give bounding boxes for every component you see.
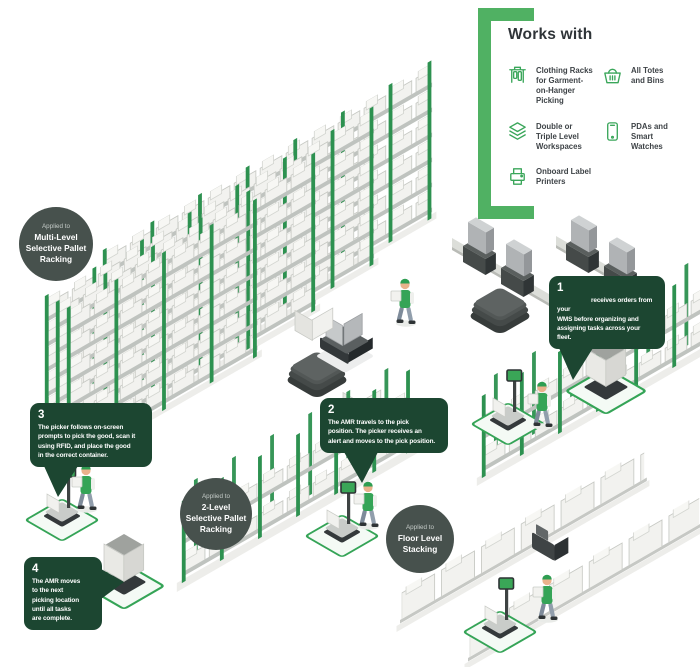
works-with-label: Clothing Racks for Garment- on-Hanger Pi… [536, 66, 593, 106]
callout-tail [559, 348, 593, 381]
callout-step-4: 4 The AMR moves to the next picking loca… [24, 557, 124, 631]
callout-step-2: 2 The AMR travels to the pick position. … [320, 398, 448, 483]
works-with-label: PDAs and Smart Watches [631, 121, 668, 151]
badge-applied-to: Applied to [41, 223, 70, 231]
works-with-label: All Totes and Bins [631, 66, 664, 86]
floor-stacking [396, 449, 700, 667]
callout-step-1: 1 receives orders from your WMS before o… [549, 276, 665, 381]
callout-text: The AMR travels to the pick position. Th… [328, 419, 436, 445]
callout-number: 3 [38, 409, 45, 421]
badge-name: Multi-Level Selective Pallet Racking [25, 232, 87, 264]
workspaces-icon [509, 121, 526, 140]
cube-stack [501, 239, 534, 297]
callout-number: 2 [328, 404, 335, 416]
clothing-racks-icon [509, 66, 526, 83]
label-printer-icon [510, 168, 525, 185]
works-with-item: All Totes and Bins [601, 64, 693, 107]
badge-applied-to: Applied to [201, 493, 230, 501]
badge-floor-level-stacking: Applied to Floor Level Stacking [386, 505, 454, 573]
green-bracket [478, 8, 491, 219]
platform-amr [317, 312, 373, 373]
badge-name: 2-Level Selective Pallet Racking [185, 502, 247, 534]
badge-name: Floor Level Stacking [397, 532, 443, 554]
works-with-item: PDAs and Smart Watches [601, 120, 693, 152]
badge-2-level-racking: Applied to 2-Level Selective Pallet Rack… [180, 478, 252, 550]
works-with-label: Double or Triple Level Workspaces [536, 121, 582, 151]
callout-number: 1 [557, 282, 564, 294]
callout-text: The picker follows on-screen prompts to … [38, 424, 136, 459]
works-with-panel: Works with Clothing Racks for Garment- o… [478, 0, 700, 232]
callout-text: receives orders from your WMS before org… [557, 297, 653, 342]
works-with-item: Onboard Label Printers [506, 165, 601, 188]
works-with-grid: Clothing Racks for Garment- on-Hanger Pi… [506, 64, 693, 188]
badge-applied-to: Applied to [405, 523, 434, 531]
right-rack-row [476, 262, 700, 486]
callout-tail [101, 569, 124, 599]
works-with-title: Works with [508, 26, 593, 43]
picker-worker [353, 481, 380, 531]
callout-tail [344, 451, 378, 483]
totes-bins-icon [604, 68, 621, 84]
badge-multi-level-racking: Applied to Multi-Level Selective Pallet … [19, 207, 93, 281]
callout-number: 4 [32, 563, 39, 575]
works-with-item: Clothing Racks for Garment- on-Hanger Pi… [506, 64, 601, 107]
green-bracket-bottom [478, 206, 534, 219]
pda-watch-icon [607, 121, 618, 141]
callout-text: The AMR moves to the next picking locati… [32, 578, 81, 623]
works-with-item: Double or Triple Level Workspaces [506, 120, 601, 152]
works-with-label: Onboard Label Printers [536, 166, 592, 186]
green-bracket-top [478, 8, 534, 21]
callout-tail [44, 466, 78, 498]
callout-step-3: 3 The picker follows on-screen prompts t… [30, 403, 152, 498]
picker-worker [390, 278, 417, 328]
